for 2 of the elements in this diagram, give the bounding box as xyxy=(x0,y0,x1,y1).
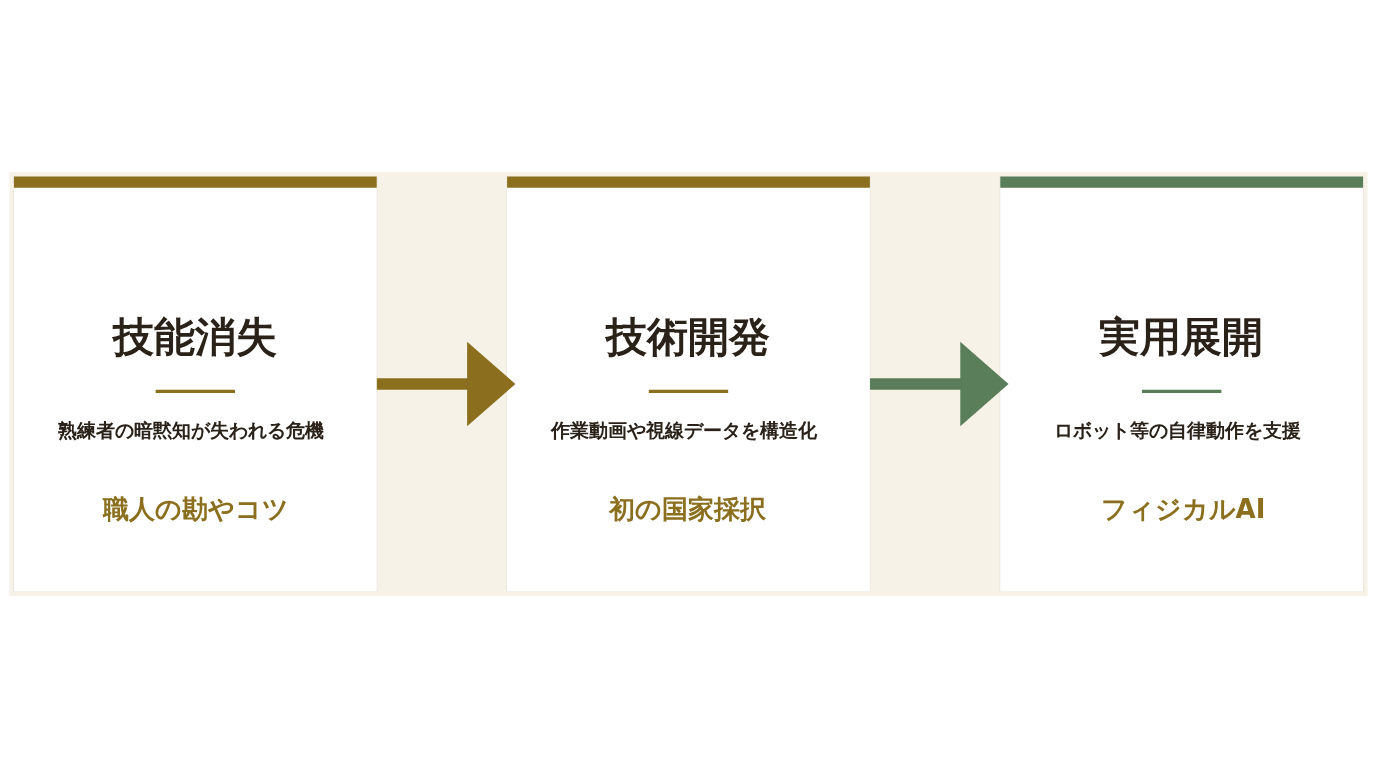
arrow xyxy=(869,341,1009,427)
arrow xyxy=(376,341,515,427)
